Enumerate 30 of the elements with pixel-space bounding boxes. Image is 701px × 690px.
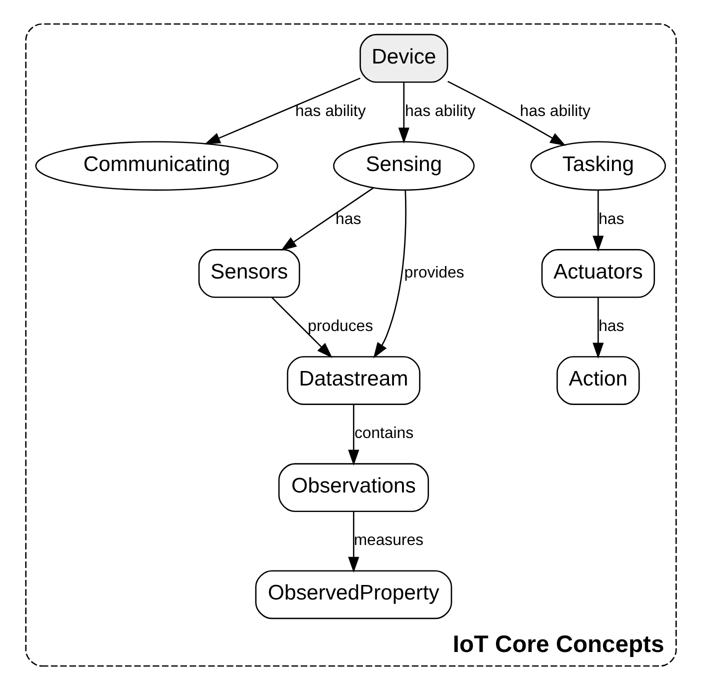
arrow (592, 297, 604, 359)
edge-label: has (598, 318, 624, 336)
edge-label: has ability (519, 102, 590, 120)
edge-label: contains (354, 425, 414, 442)
arrow (446, 80, 566, 146)
edge-label: provides (404, 264, 464, 282)
edge-label: produces (307, 318, 373, 336)
arrow (372, 190, 406, 358)
node-box: Actuators (540, 249, 654, 298)
arrow (270, 296, 332, 358)
node-box: Datastream (286, 356, 420, 405)
edge-label: measures (353, 532, 423, 550)
node-box: ObservedProperty (254, 570, 452, 620)
arrow (592, 190, 604, 252)
node-ellipse: Communicating (34, 141, 278, 191)
edge-label: has ability (404, 102, 475, 120)
edge-label: has ability (294, 102, 366, 120)
node-ellipse: Sensing (332, 141, 474, 191)
node-box: Sensors (198, 249, 300, 298)
arrow (348, 512, 359, 573)
node-ellipse: Tasking (530, 141, 666, 191)
node-box: Action (556, 356, 640, 405)
node-box: Device (359, 34, 448, 83)
arrow (398, 82, 409, 144)
arrow (348, 404, 359, 466)
arrow (204, 78, 360, 144)
edge-label: has (598, 211, 624, 228)
node-box: Observations (278, 463, 428, 512)
arrow (280, 187, 374, 251)
edge-label: has (335, 211, 361, 228)
